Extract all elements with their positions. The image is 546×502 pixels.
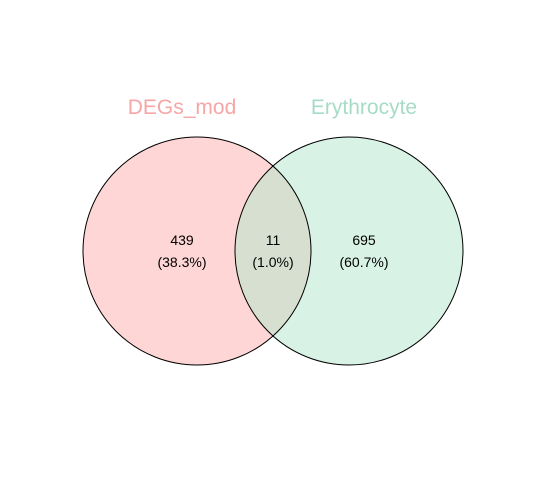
- set-outline-erythrocyte: [234, 136, 464, 366]
- region-count-left-only: 439: [170, 232, 194, 248]
- region-percent-right-only: (60.7%): [339, 254, 388, 270]
- region-count-right-only: 695: [352, 232, 376, 248]
- set-label-degs-mod: DEGs_mod: [128, 96, 237, 119]
- region-percent-left-only: (38.3%): [157, 254, 206, 270]
- region-count-intersection: 11: [266, 232, 281, 248]
- intersection-region: [235, 137, 311, 365]
- region-percent-intersection: (1.0%): [252, 254, 293, 270]
- set-label-erythrocyte: Erythrocyte: [311, 96, 417, 119]
- set-outline-degs-mod: [82, 136, 312, 366]
